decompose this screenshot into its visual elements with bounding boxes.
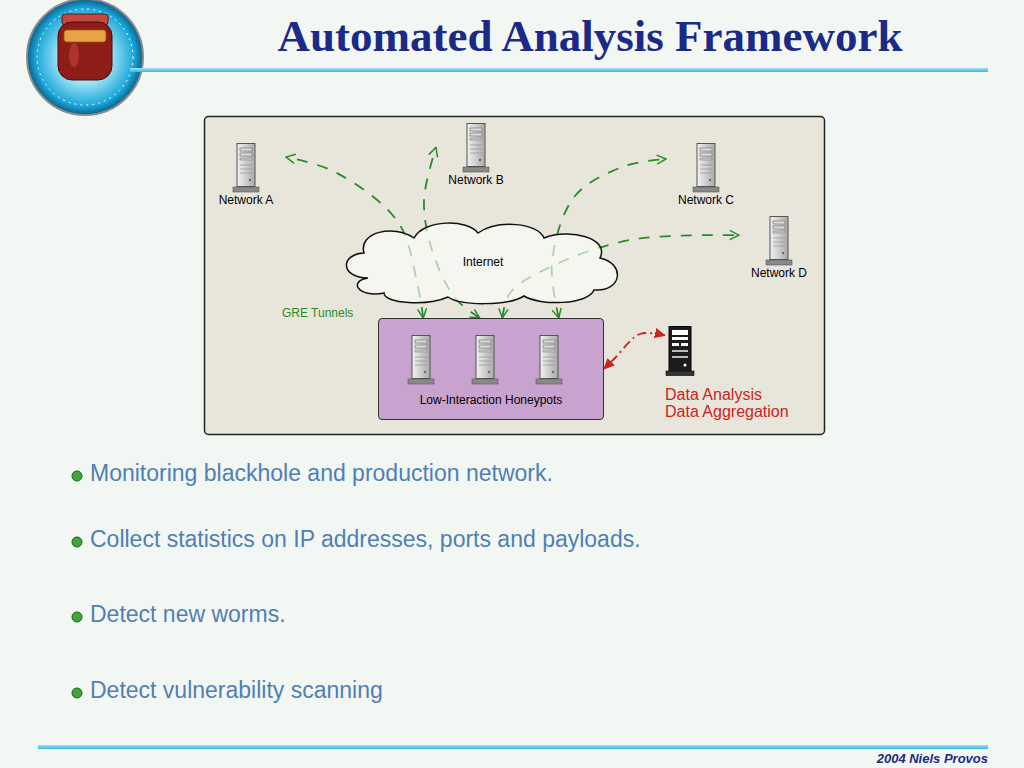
cloud-shape [346,223,617,304]
jar-label [64,30,106,42]
analysis-link [604,333,665,369]
server-icon [536,336,562,385]
server-icon [472,336,498,385]
computer-symbol [766,217,792,266]
honeypot-group: Low-Interaction Honeypots [378,318,604,420]
bullet-text: Monitoring blackhole and production netw… [90,460,553,487]
bullets [72,471,82,698]
computer-symbol [666,327,694,376]
node-label: Low-Interaction Honeypots [379,393,603,407]
bullet-dot [72,537,82,547]
node-label: Network D [739,266,819,280]
server-icon [408,336,434,385]
network-server: Network A [206,143,286,207]
server-icon [764,216,794,266]
bullet-text: Detect new worms. [90,601,286,628]
node-label: Network C [666,193,746,207]
title-rule [130,68,988,72]
slide-title: Automated Analysis Framework [140,10,1024,62]
computer-symbol [693,144,719,193]
node-label: Data Analysis Data Aggregation [665,386,795,420]
node-label: Network A [206,193,286,207]
honeypot-servers [379,333,591,393]
footer-credit: 2004 Niels Provos [877,751,988,766]
bullet-dot [72,471,82,481]
internet-cloud: Internet [338,218,628,306]
diagram-panel [205,117,825,435]
network-server: Network C [666,143,746,207]
network-server: Network D [739,216,819,280]
bullet-dot [72,688,82,698]
logo [27,0,143,115]
jar-body [58,22,112,80]
server-icon [691,143,721,193]
logo-disc [27,0,143,115]
logo-ring [37,9,133,105]
network-server: Network B [436,123,516,187]
server-icon [231,143,261,193]
tunnel-label: GRE Tunnels [282,306,353,320]
computer-symbol [233,144,259,193]
server-icon [461,123,491,173]
bullet-dot [72,612,82,622]
footer-rule [38,745,988,749]
workstation-icon [665,326,695,376]
node-label: Network B [436,173,516,187]
bullet-text: Collect statistics on IP addresses, port… [90,526,641,553]
bullet-text: Detect vulnerability scanning [90,677,383,704]
computer-symbol [463,124,489,173]
node-label: Internet [463,255,504,269]
jar-shine [69,43,79,67]
analysis-workstation: Data Analysis Data Aggregation [665,326,775,420]
